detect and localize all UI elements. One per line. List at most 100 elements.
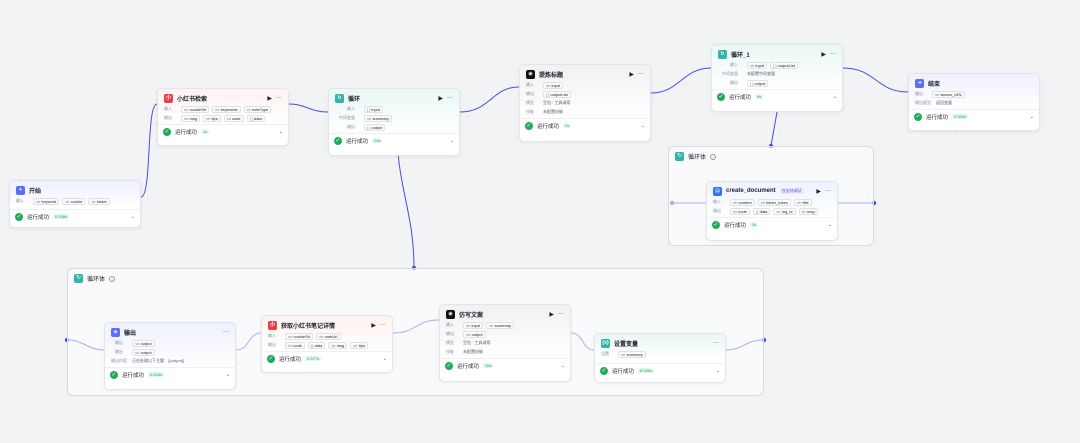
duration-badge: 15s xyxy=(483,363,494,368)
chevron-down-icon[interactable]: ⌄ xyxy=(382,355,387,362)
edge-loop-to-extract[interactable] xyxy=(459,86,520,113)
end-icon: ⇥ xyxy=(915,78,924,88)
chevron-down-icon[interactable]: ⌄ xyxy=(832,93,837,100)
more-button[interactable]: ··· xyxy=(638,71,644,77)
param-chip: {}data xyxy=(752,207,771,215)
info-icon[interactable]: i xyxy=(710,153,717,160)
chevron-down-icon[interactable]: ⌄ xyxy=(278,128,283,135)
more-button[interactable]: ··· xyxy=(830,51,836,57)
param-chip: strlog_id xyxy=(773,207,796,215)
chevron-down-icon[interactable]: ⌄ xyxy=(640,122,645,129)
run-button[interactable]: ▶ xyxy=(629,71,634,78)
chevron-down-icon[interactable]: ⌄ xyxy=(560,362,565,369)
more-button[interactable]: ··· xyxy=(223,329,229,335)
node-start[interactable]: ✦ 开始 输入 strkeyword strcookie strfolder ✓… xyxy=(9,180,141,228)
output-icon: ◈ xyxy=(111,327,120,337)
node-set-variable[interactable]: {x} 设置变量 ··· 设置 strsummary ✓ 运行成功 0.000s… xyxy=(594,333,726,383)
chevron-down-icon[interactable]: ⌄ xyxy=(130,213,135,220)
more-button[interactable]: ··· xyxy=(713,340,719,346)
more-button[interactable]: ··· xyxy=(447,95,453,101)
output-content-value: 正在处理以下主题：{{output}} xyxy=(132,358,185,363)
input-label: 输出 xyxy=(115,340,123,345)
more-button[interactable]: ··· xyxy=(276,95,282,101)
run-status[interactable]: ✓ 运行成功 0.577s ⌄ xyxy=(262,351,392,365)
skill-label: 技能 xyxy=(446,349,454,354)
chevron-down-icon[interactable]: ⌄ xyxy=(715,367,720,374)
run-status[interactable]: ✓ 运行成功 0.008s ⌄ xyxy=(10,209,140,223)
run-status[interactable]: ✓ 运行成功 1s ⌄ xyxy=(158,124,288,138)
input-label: 输入 xyxy=(446,322,454,327)
param-chip: strnoteType xyxy=(243,105,272,113)
node-end[interactable]: ⇥ 结束 输出 strweson_URL 输出类型 返回变量 ✓ 运行成功 0.… xyxy=(908,73,1040,131)
duration-badge: 0.008s xyxy=(53,214,70,219)
loop-icon: ↻ xyxy=(74,274,83,283)
node-loop1[interactable]: ↻ 循环_1 ▶ ··· 输入 strinput [ ]outputList 中… xyxy=(711,44,843,112)
info-icon[interactable]: i xyxy=(109,275,116,282)
node-xhs-search[interactable]: 小 小红书检索 ▶ ··· 输入 strcookieStr strkeyword… xyxy=(157,88,289,146)
param-chip: strfolder xyxy=(88,197,110,205)
param-chip: strtips xyxy=(203,114,221,122)
loop-icon: ↻ xyxy=(335,93,344,103)
run-status[interactable]: ✓ 运行成功 24s ⌄ xyxy=(329,133,459,147)
run-button[interactable]: ▶ xyxy=(371,322,376,329)
run-button[interactable]: ▶ xyxy=(549,311,554,318)
edge-loop-to-body[interactable] xyxy=(396,137,415,269)
param-chip: intcode xyxy=(730,207,750,215)
status-text: 运行成功 xyxy=(612,368,635,375)
run-status[interactable]: ✓ 运行成功 15s ⌄ xyxy=(440,358,570,372)
model-label: 模型 xyxy=(526,100,534,105)
more-button[interactable]: ··· xyxy=(558,311,564,317)
status-text: 运行成功 xyxy=(122,372,145,379)
input-label: 输入 xyxy=(730,62,738,67)
node-xhs-detail[interactable]: 小 获取小红书笔记详情 ▶ ··· 输入 strcookieStr strnot… xyxy=(261,315,393,373)
chevron-down-icon[interactable]: ⌄ xyxy=(225,371,230,378)
edge-start-to-search[interactable] xyxy=(140,103,158,198)
node-create-document[interactable]: ▤ create_document 仅支持调试 ▶ ··· 输入 strcont… xyxy=(706,181,838,241)
run-button[interactable]: ▶ xyxy=(267,95,272,102)
edge-loop1-to-end[interactable] xyxy=(842,67,909,93)
success-check-icon: ✓ xyxy=(15,212,23,221)
status-text: 运行成功 xyxy=(729,94,752,101)
run-status[interactable]: ✓ 运行成功 0.018s ⌄ xyxy=(105,367,235,381)
loop-icon: ↻ xyxy=(718,49,727,59)
run-status[interactable]: ✓ 运行成功 9s ⌄ xyxy=(712,89,842,103)
run-status[interactable]: ✓ 运行成功 0.000s ⌄ xyxy=(595,363,725,377)
node-output[interactable]: ◈ 输出 ··· 输出 stroutput 输出 stroutput 输出内容 … xyxy=(104,322,236,390)
mid-var-value: 未配置中间变量 xyxy=(747,71,775,76)
node-rewrite[interactable]: ◉ 仿写文案 ▶ ··· 输入 strinput strsummary 输出 s… xyxy=(439,304,571,382)
edge-search-to-loop[interactable] xyxy=(288,103,329,113)
node-extract-title[interactable]: ◉ 提炼标题 ▶ ··· 输入 strinput 输出 [ ]outputLis… xyxy=(519,64,651,142)
run-status[interactable]: ✓ 运行成功 0.000s ⌄ xyxy=(909,109,1039,123)
llm-icon: ◉ xyxy=(526,69,535,79)
edge-extract-to-loop1[interactable] xyxy=(650,67,712,94)
document-icon: ▤ xyxy=(713,186,722,196)
chevron-down-icon[interactable]: ⌄ xyxy=(449,137,454,144)
edge-loop1-to-body[interactable] xyxy=(770,111,778,147)
more-button[interactable]: ··· xyxy=(825,188,831,194)
model-value: 豆包 · 工具调用 xyxy=(463,340,491,345)
output-label: 输出 xyxy=(526,91,534,96)
status-text: 运行成功 xyxy=(27,214,50,221)
skill-value: 未配置技能 xyxy=(543,109,563,114)
param-chip: {}data xyxy=(307,341,326,349)
more-button[interactable]: ··· xyxy=(380,322,386,328)
param-chip: strinput xyxy=(463,321,484,329)
param-chip: strcookieStr xyxy=(285,332,314,340)
status-text: 运行成功 xyxy=(537,123,560,130)
output-label: 输出 xyxy=(915,91,923,96)
status-text: 运行成功 xyxy=(926,114,949,121)
output-label: 输出 xyxy=(446,331,454,336)
run-status[interactable]: ✓ 运行成功 2s ⌄ xyxy=(707,217,837,231)
run-button[interactable]: ▶ xyxy=(438,95,443,102)
node-title: 获取小红书笔记详情 xyxy=(281,323,336,330)
param-chip: strinput xyxy=(543,81,564,89)
run-button[interactable]: ▶ xyxy=(821,51,826,58)
success-check-icon: ✓ xyxy=(712,220,720,229)
duration-badge: 0.000s xyxy=(952,114,969,119)
run-button[interactable]: ▶ xyxy=(816,188,821,195)
chevron-down-icon[interactable]: ⌄ xyxy=(1029,113,1034,120)
run-status[interactable]: ✓ 运行成功 2s ⌄ xyxy=(520,118,650,132)
node-loop[interactable]: ↻ 循环 ▶ ··· 输入 [ ]input 中间变量 strsummary 输… xyxy=(328,88,460,156)
param-chip: strkeyword xyxy=(33,197,60,205)
chevron-down-icon[interactable]: ⌄ xyxy=(827,221,832,228)
